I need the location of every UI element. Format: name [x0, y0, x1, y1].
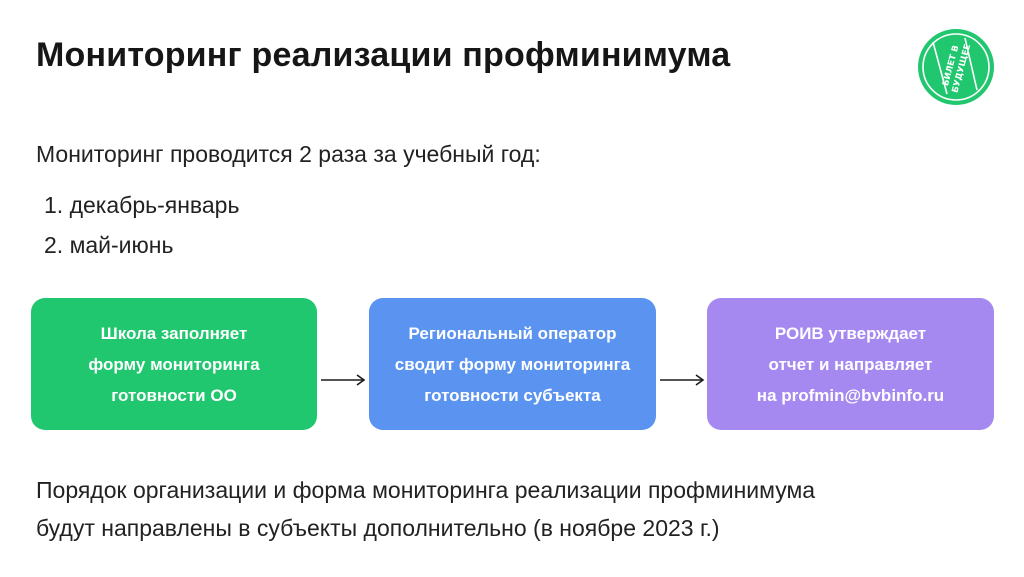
flow-step-line-email: на profmin@bvbinfo.ru — [757, 380, 944, 411]
arrow-right-icon — [660, 374, 705, 386]
footer-line: будут направлены в субъекты дополнительн… — [36, 515, 720, 541]
flow-step-roiv: РОИВ утверждает отчет и направляет на pr… — [707, 298, 994, 430]
list-item: 1. декабрь-январь — [44, 192, 240, 218]
footer-line: Порядок организации и форма мониторинга … — [36, 477, 816, 503]
flow-step-school: Школа заполняет форму мониторинга готовн… — [31, 298, 317, 430]
monitoring-intro: Мониторинг проводится 2 раза за учебный … — [36, 141, 541, 167]
flow-step-regional-operator: Региональный оператор сводит форму монит… — [369, 298, 656, 430]
list-item: 2. май-июнь — [44, 232, 174, 258]
flow-step-line: готовности субъекта — [424, 385, 601, 405]
footer-note: Порядок организации и форма мониторинга … — [36, 471, 815, 547]
flow-step-line: РОИВ утверждает — [774, 323, 927, 343]
page-title: Мониторинг реализации профминимума — [36, 36, 731, 74]
email-prefix: на — [756, 385, 782, 405]
bilet-v-budushchee-logo: БИЛЕТ В БУДУЩЕЕ — [918, 29, 994, 105]
flow-step-line: Школа заполняет — [100, 323, 248, 343]
flow-step-line: готовности ОО — [111, 385, 237, 405]
flow-step-line: отчет и направляет — [768, 354, 933, 374]
flow-step-line: Региональный оператор — [408, 323, 617, 343]
email-address: profmin@bvbinfo.ru — [781, 385, 945, 405]
flow-step-line: форму мониторинга — [88, 354, 260, 374]
arrow-right-icon — [321, 374, 366, 386]
flow-step-line: сводит форму мониторинга — [394, 354, 631, 374]
